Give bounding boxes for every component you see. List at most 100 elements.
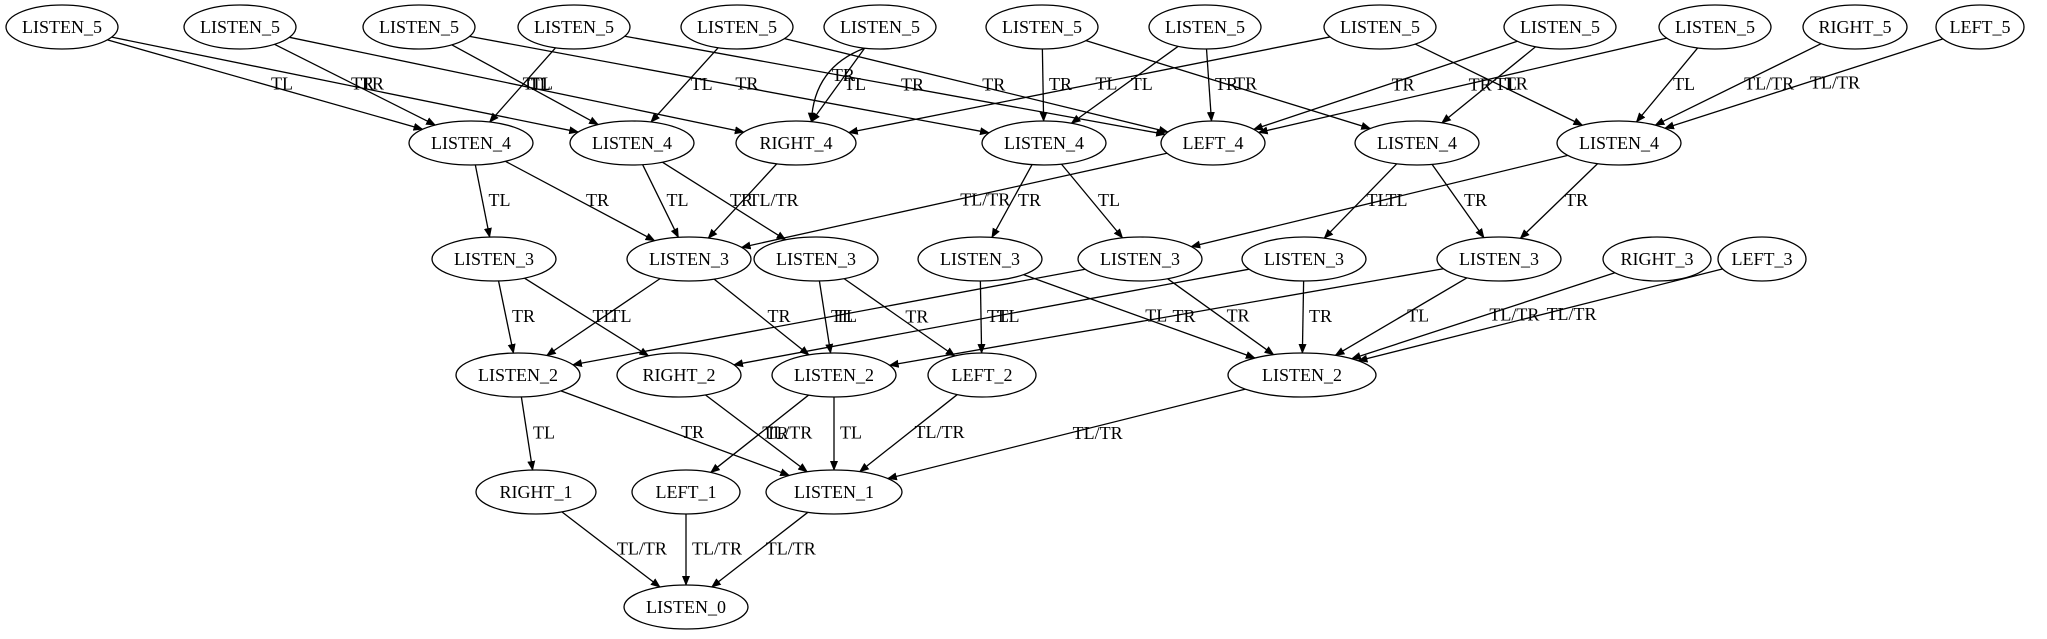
edge-label: TL: [1098, 190, 1120, 210]
node-r3: RIGHT_3: [1602, 236, 1712, 282]
edge-arrow: [662, 161, 787, 241]
edge-label: TR: [901, 74, 924, 94]
node-label: LISTEN_5: [697, 17, 777, 37]
edge-label: TL: [1131, 74, 1153, 94]
node-label: LISTEN_2: [1262, 365, 1342, 385]
node-label: LISTEN_5: [1002, 17, 1082, 37]
edge-r1-to-l0: TL/TR: [561, 511, 667, 588]
edge-arrow: [707, 163, 778, 239]
edge-arrow: [1167, 278, 1275, 356]
edge-l3_f-to-r2: TL: [732, 268, 1250, 368]
edge-arrow: [474, 164, 492, 239]
node-l4_b: LISTEN_4: [569, 120, 695, 166]
edge-arrow: [1654, 43, 1822, 126]
node-label: LISTEN_3: [1264, 249, 1344, 269]
node-l1: LISTEN_1: [765, 469, 903, 515]
edge-label: TL/TR: [762, 422, 812, 442]
edge-arrow: [713, 278, 810, 356]
edge-arrow: [1323, 163, 1398, 239]
edge-label: TR: [361, 74, 384, 94]
edge-l5_10-to-l4_d: TL: [1441, 46, 1536, 124]
edge-label: TR: [735, 74, 758, 94]
edge-label: TR: [586, 190, 609, 210]
edge-arrow: [1060, 163, 1124, 239]
edge-arrow: [847, 36, 1331, 135]
edge-label: TL: [844, 74, 866, 94]
node-shape: [431, 236, 557, 282]
edge-l4_c-to-l3_d: TR: [991, 164, 1041, 239]
node-r1: RIGHT_1: [475, 469, 597, 515]
node-shape: [623, 584, 749, 630]
node-l5_9: LISTEN_5: [1323, 4, 1437, 50]
edge-arrow: [624, 35, 1167, 137]
node-shape: [1717, 236, 1807, 282]
edge-l3_f-to-l2_c: TR: [1298, 280, 1332, 354]
edge-arrow: [740, 152, 1168, 250]
node-label: LISTEN_5: [1340, 17, 1420, 37]
edge-arrow: [1414, 43, 1584, 126]
node-l5_6: LISTEN_5: [823, 4, 937, 50]
node-shape: [1503, 4, 1617, 50]
node-label: RIGHT_1: [500, 482, 573, 502]
node-label: LISTEN_3: [649, 249, 729, 269]
edge-arrow: [505, 160, 656, 242]
node-label: LISTEN_4: [1579, 133, 1659, 153]
node-shape: [616, 352, 742, 398]
edge-label: TR: [1215, 74, 1238, 94]
edge-label: TL/TR: [1073, 423, 1123, 443]
edge-label: TR: [766, 423, 789, 443]
edge-arrow: [469, 35, 991, 136]
edge-l5_4-to-lf4: TR: [624, 35, 1167, 137]
node-shape: [1436, 236, 1562, 282]
edge-label: TL: [835, 306, 857, 326]
edge-label: TL: [831, 306, 853, 326]
node-shape: [1160, 120, 1266, 166]
node-l5_7: LISTEN_5: [985, 4, 1099, 50]
edge-l5_9-to-r4: TL: [847, 36, 1331, 135]
node-label: LISTEN_5: [534, 17, 614, 37]
edge-label: TL: [533, 423, 555, 443]
node-l5_8: LISTEN_5: [1148, 4, 1262, 50]
edge-l5_7-to-l4_c: TR: [1039, 48, 1072, 122]
edge-l5_6-to-r4: TR: [807, 47, 865, 123]
edge-label: TR: [768, 306, 791, 326]
edge-arrow: [561, 511, 661, 588]
node-l3_f: LISTEN_3: [1241, 236, 1367, 282]
edge-arrow: [991, 164, 1033, 239]
edge-label: TL: [1407, 306, 1429, 326]
edge-lf5-to-l4_e: TL/TR: [1664, 38, 1944, 130]
node-label: LISTEN_4: [431, 133, 511, 153]
node-label: LISTEN_4: [592, 133, 672, 153]
edge-arrow: [560, 390, 791, 477]
edge-label: TR: [1234, 74, 1257, 94]
edge-label: TL: [1145, 305, 1167, 325]
edge-label: TR: [1173, 306, 1196, 326]
edge-l5_4-to-l4_a: TL: [488, 47, 557, 123]
node-label: RIGHT_5: [1819, 17, 1892, 37]
edge-arrow: [1357, 268, 1723, 363]
node-l4_c: LISTEN_4: [981, 120, 1107, 166]
node-label: LISTEN_5: [200, 17, 280, 37]
node-label: LISTEN_1: [794, 482, 874, 502]
edge-arrow: [1190, 154, 1568, 249]
edge-l5_5-to-lf4: TR: [784, 37, 1169, 134]
edge-l3_g-to-l2_b: TR: [888, 268, 1444, 368]
node-label: LISTEN_5: [22, 17, 102, 37]
edge-arrow: [642, 164, 679, 239]
edge-l3_b-to-l2_a: TL: [545, 277, 661, 357]
node-l4_d: LISTEN_4: [1354, 120, 1480, 166]
node-lf2: LEFT_2: [927, 352, 1037, 398]
edge-arrow: [650, 47, 719, 123]
edge-label: TL/TR: [1810, 73, 1860, 93]
edge-arrow: [1205, 48, 1215, 123]
edge-label: TL/TR: [915, 422, 965, 442]
node-shape: [680, 4, 794, 50]
node-l3_d: LISTEN_3: [917, 236, 1043, 282]
edge-label: TL/TR: [1744, 73, 1794, 93]
node-r5: RIGHT_5: [1802, 4, 1908, 50]
edge-label: TL: [610, 306, 632, 326]
node-l0: LISTEN_0: [623, 584, 749, 630]
node-shape: [1556, 120, 1682, 166]
